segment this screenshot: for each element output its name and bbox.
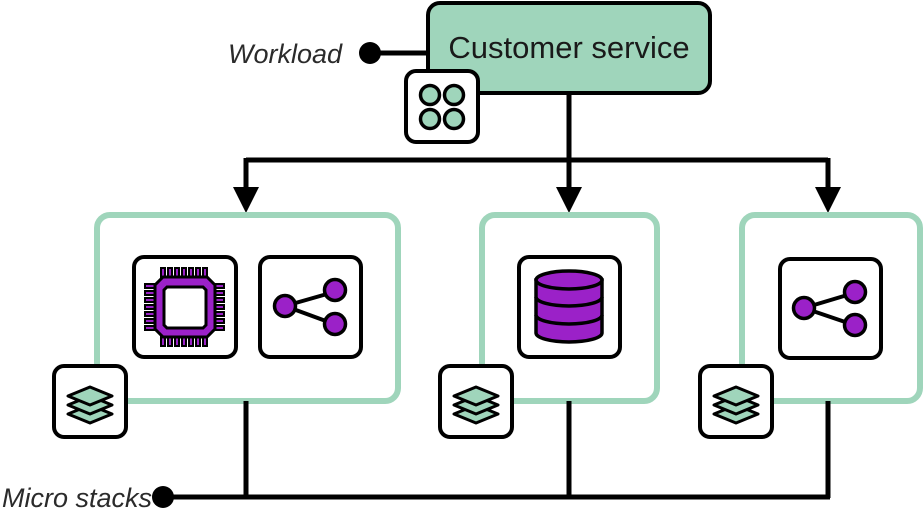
arrowhead-middle — [556, 187, 582, 213]
workload-dot — [359, 42, 381, 64]
workload-label: Workload — [228, 39, 343, 69]
arrowhead-right — [815, 187, 841, 213]
share-icon — [258, 255, 363, 359]
micro-stacks-label: Micro stacks — [2, 483, 152, 513]
arrowhead-left — [233, 187, 259, 213]
micro-stacks-dot — [152, 486, 174, 508]
tree-connectors — [243, 93, 831, 190]
customer-service-label: Customer service — [448, 30, 689, 65]
customer-service-box — [426, 1, 712, 95]
layers-icon — [438, 364, 514, 439]
grid-icon — [404, 69, 480, 144]
database-icon — [517, 255, 622, 359]
share-icon — [778, 257, 883, 360]
micro-stacks-connectors — [163, 401, 831, 500]
layers-icon — [698, 364, 774, 439]
layers-icon — [52, 364, 128, 439]
cpu-icon — [132, 255, 238, 359]
arrowheads — [233, 187, 841, 213]
